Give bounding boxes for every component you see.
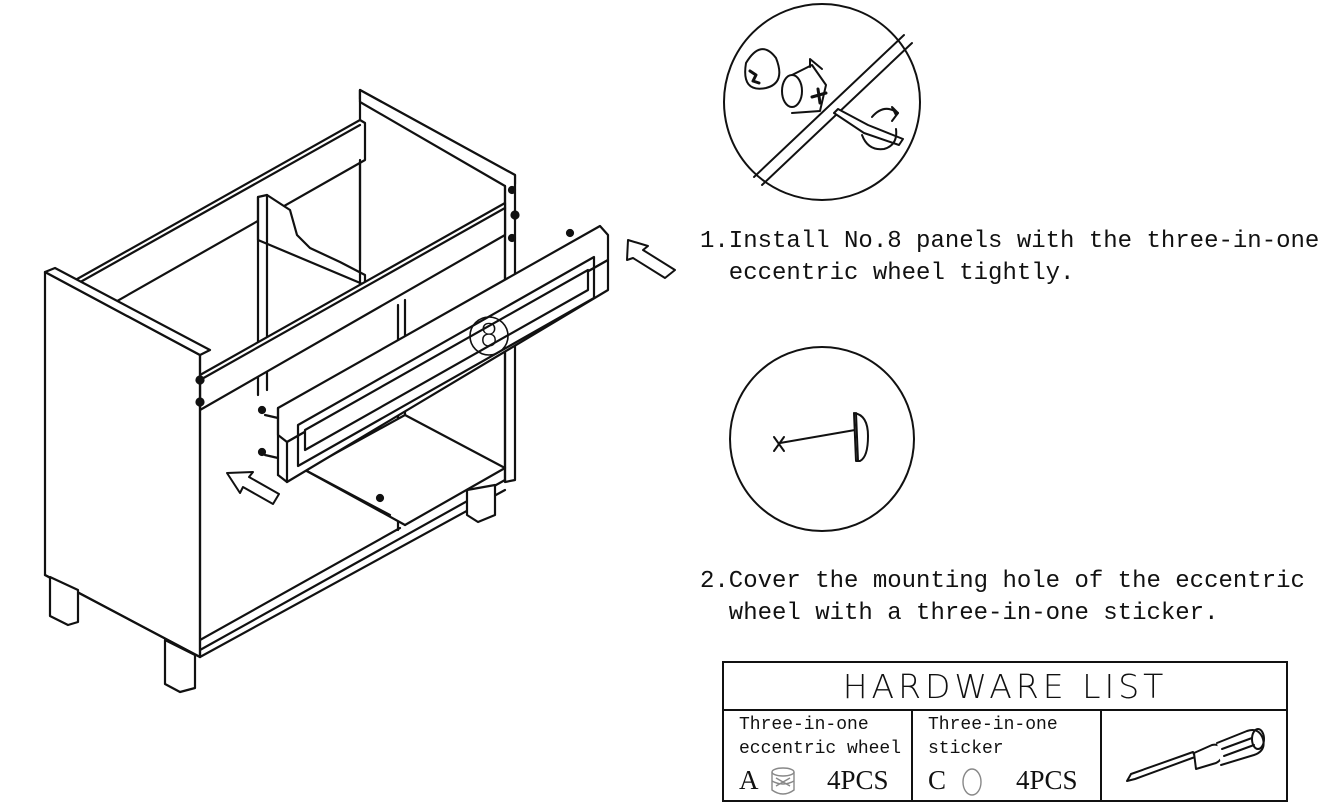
panel-number-label: 8 xyxy=(479,318,499,354)
step-1-line-1: 1.Install No.8 panels with the three-in-… xyxy=(700,228,1319,255)
step-1-line-2: eccentric wheel tightly. xyxy=(700,260,1075,287)
sticker-icon xyxy=(962,768,982,796)
eccentric-wheel-icon xyxy=(771,767,795,795)
hardware-tool-cell xyxy=(1102,711,1288,802)
hardware-item-name: Three-in-one sticker xyxy=(928,715,1058,759)
hardware-item-code: A xyxy=(739,765,759,795)
hardware-item-code: C xyxy=(928,765,947,795)
detail-sticker-icon xyxy=(729,346,915,532)
hardware-list-title: HARDWARE LIST xyxy=(724,663,1286,711)
hardware-list-table: HARDWARE LIST Three-in-one eccentric whe… xyxy=(722,661,1288,802)
hardware-item-qty: 4PCS xyxy=(827,765,889,795)
hardware-item-sticker: Three-in-one sticker C 4PCS xyxy=(913,711,1102,802)
screwdriver-icon xyxy=(1126,728,1265,782)
hardware-item-eccentric-wheel: Three-in-one eccentric wheel A 4PCS xyxy=(724,711,913,802)
hardware-item-qty: 4PCS xyxy=(1016,765,1078,795)
cabinet-assembly-drawing xyxy=(43,88,676,694)
step-2-line-2: wheel with a three-in-one sticker. xyxy=(700,600,1219,627)
hardware-item-name: Three-in-one eccentric wheel xyxy=(739,715,902,759)
panel-number-circle xyxy=(469,316,509,356)
step-2-line-1: 2.Cover the mounting hole of the eccentr… xyxy=(700,568,1305,595)
detail-eccentric-wheel-icon xyxy=(723,3,921,201)
